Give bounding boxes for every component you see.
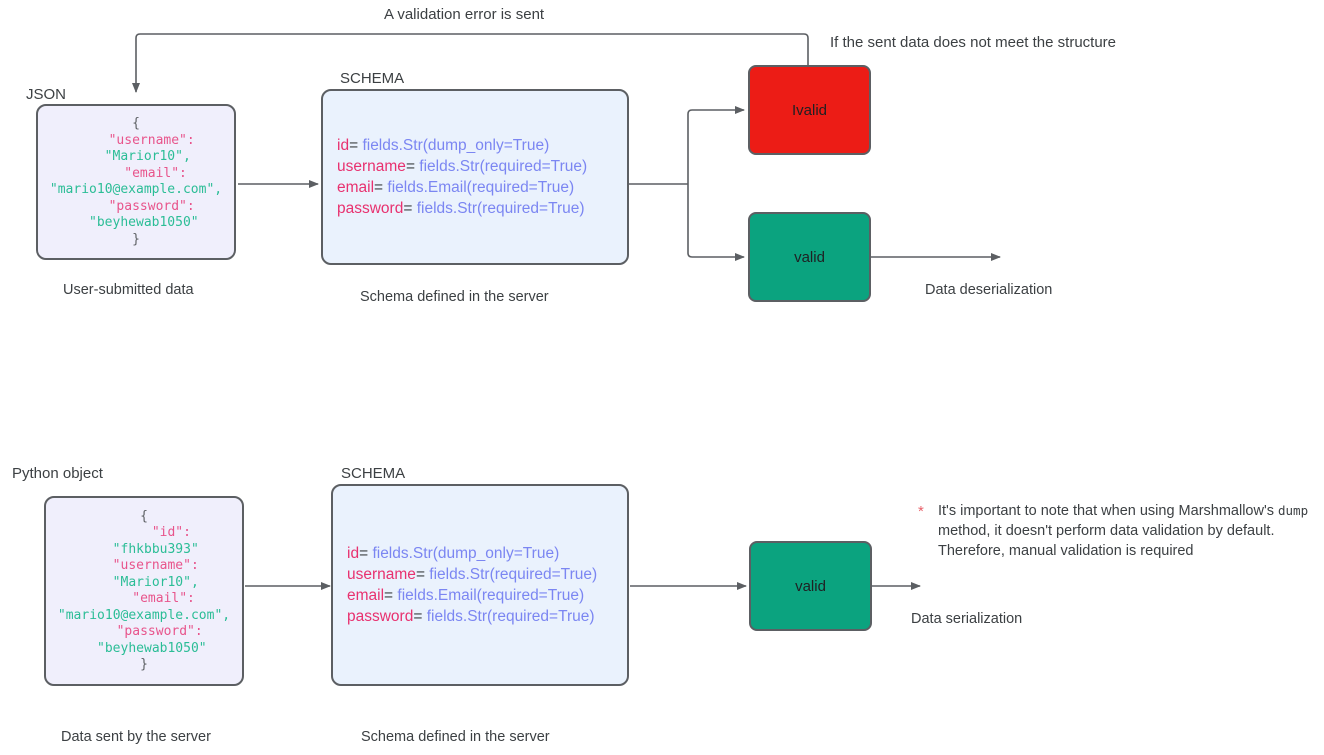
schema-field-row: id= fields.Str(dump_only=True) <box>337 135 627 156</box>
schema-field-name: password <box>337 200 404 217</box>
schema-field-equals: = <box>413 608 427 625</box>
python-box-caption: Data sent by the server <box>61 729 211 745</box>
schema-field-equals: = <box>384 587 398 604</box>
schema-field-name: username <box>337 158 406 175</box>
schema-field-row: username= fields.Str(required=True) <box>337 156 627 177</box>
arrow-branch-to-valid <box>687 184 745 261</box>
schema-field-row: password= fields.Str(required=True) <box>347 606 627 627</box>
schema-field-name: username <box>347 566 416 583</box>
python-data-box[interactable]: { "id": "fhkbbu393" "username": "Marior1… <box>44 496 244 686</box>
schema-field-equals: = <box>349 137 363 154</box>
bottom-schema-box[interactable]: id= fields.Str(dump_only=True)username= … <box>331 484 629 686</box>
note-text-part1: It's important to note that when using M… <box>938 503 1278 519</box>
code-line: } <box>140 657 148 672</box>
json-box-caption: User-submitted data <box>63 282 194 298</box>
bottom-schema-code: id= fields.Str(dump_only=True)username= … <box>333 543 627 627</box>
deserialization-label: Data deserialization <box>925 282 1053 298</box>
valid-status-label-bottom: valid <box>795 577 826 595</box>
valid-status-box-top[interactable]: valid <box>748 212 871 302</box>
schema-field-definition: fields.Str(required=True) <box>416 200 585 217</box>
json-box-title: JSON <box>26 86 67 103</box>
code-line: "mario10@example.com", <box>57 607 231 623</box>
schema-field-definition: fields.Str(dump_only=True) <box>372 545 560 562</box>
arrow-validation-error-feedback <box>132 33 809 93</box>
schema-field-equals: = <box>374 179 388 196</box>
valid-status-label-top: valid <box>794 248 825 266</box>
schema-field-name: id <box>347 545 360 562</box>
schema-field-name: id <box>337 137 350 154</box>
arrow-branch-to-invalid <box>687 106 745 184</box>
top-schema-code: id= fields.Str(dump_only=True)username= … <box>323 135 627 219</box>
code-line: "email": <box>93 591 195 606</box>
schema-field-row: password= fields.Str(required=True) <box>337 198 627 219</box>
code-line: "mario10@example.com", <box>49 182 223 197</box>
top-schema-box[interactable]: id= fields.Str(dump_only=True)username= … <box>321 89 629 265</box>
top-schema-title: SCHEMA <box>340 70 405 87</box>
top-schema-caption: Schema defined in the server <box>360 289 549 305</box>
schema-field-equals: = <box>359 545 373 562</box>
code-line: } <box>132 231 140 247</box>
code-line: "password": <box>77 198 195 214</box>
bottom-schema-caption: Schema defined in the server <box>361 729 550 745</box>
schema-field-definition: fields.Email(required=True) <box>397 587 585 604</box>
schema-field-definition: fields.Email(required=True) <box>387 179 575 196</box>
code-line: "beyhewab1050" <box>73 215 199 230</box>
python-code: { "id": "fhkbbu393" "username": "Marior1… <box>58 509 230 674</box>
json-code: { "username": "Marior10", "email":"mario… <box>50 116 222 248</box>
code-line: "Marior10", <box>89 574 199 590</box>
code-line: "id": <box>97 525 191 540</box>
json-data-box[interactable]: { "username": "Marior10", "email":"mario… <box>36 104 236 260</box>
condition-label: If the sent data does not meet the struc… <box>830 34 1117 51</box>
schema-field-equals: = <box>405 158 420 175</box>
schema-field-row: username= fields.Str(required=True) <box>347 564 627 585</box>
schema-field-definition: fields.Str(required=True) <box>426 608 595 625</box>
schema-field-row: id= fields.Str(dump_only=True) <box>347 543 627 564</box>
code-line: "fhkbbu393" <box>89 541 199 557</box>
schema-field-definition: fields.Str(required=True) <box>429 566 598 583</box>
invalid-status-label: Ivalid <box>791 101 828 119</box>
feedback-label: A validation error is sent <box>384 6 545 23</box>
code-line: "password": <box>85 624 203 639</box>
schema-field-row: email= fields.Email(required=True) <box>347 585 627 606</box>
schema-field-definition: fields.Str(required=True) <box>419 158 588 175</box>
note-star-icon: * <box>918 503 924 520</box>
schema-field-equals: = <box>403 200 417 217</box>
schema-field-definition: fields.Str(dump_only=True) <box>362 137 550 154</box>
note-text-part2: method, it doesn't perform data validati… <box>938 523 1275 559</box>
code-line: "username": <box>77 132 195 148</box>
code-line: "email": <box>85 165 187 181</box>
code-line: { <box>132 116 140 131</box>
note-mono-dump: dump <box>1278 503 1309 518</box>
code-line: "beyhewab1050" <box>81 640 207 656</box>
python-box-title: Python object <box>12 465 103 482</box>
schema-field-row: email= fields.Email(required=True) <box>337 177 627 198</box>
schema-field-name: email <box>347 587 385 604</box>
serialization-label: Data serialization <box>911 611 1023 627</box>
schema-field-name: password <box>347 608 414 625</box>
schema-field-equals: = <box>415 566 430 583</box>
bottom-schema-title: SCHEMA <box>341 465 406 482</box>
code-line: "Marior10", <box>81 149 191 164</box>
code-line: { <box>140 508 148 524</box>
invalid-status-box[interactable]: Ivalid <box>748 65 871 155</box>
marshmallow-dump-note: * It's important to note that when using… <box>918 501 1324 561</box>
valid-status-box-bottom[interactable]: valid <box>749 541 872 631</box>
schema-field-name: email <box>337 179 375 196</box>
code-line: "username": <box>89 558 199 573</box>
